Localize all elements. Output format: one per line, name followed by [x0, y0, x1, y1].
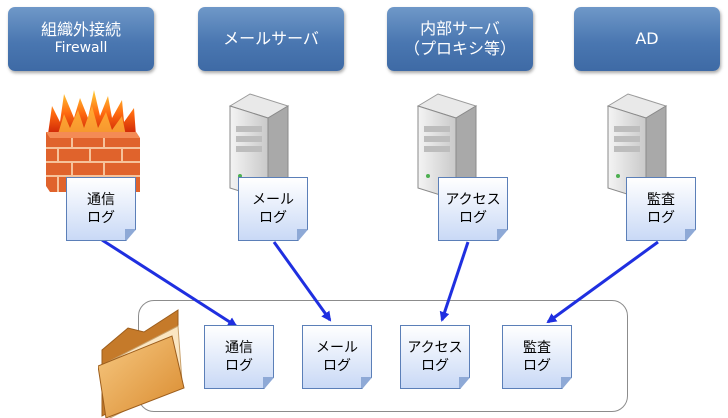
source-title: AD	[635, 29, 659, 48]
note-fold	[361, 377, 371, 388]
note-line2: ログ	[225, 358, 253, 374]
source-box-mail-server: メールサーバ	[198, 7, 344, 71]
source-box-firewall: 組織外接続 Firewall	[8, 7, 154, 71]
arrow-audit-log	[546, 240, 659, 324]
note-line1: メール	[252, 191, 294, 208]
source-title: 内部サーバ	[420, 19, 500, 38]
note-line2: ログ	[459, 210, 487, 226]
source-log-note: アクセス ログ	[438, 177, 508, 241]
note-fold	[459, 377, 469, 388]
arrow-firewall-log	[101, 238, 238, 328]
source-subtitle: Firewall	[54, 40, 108, 57]
note-fold	[297, 229, 307, 240]
folder-icon	[98, 309, 185, 418]
source-box-ad: AD	[574, 7, 720, 71]
note-fold	[561, 377, 571, 388]
note-line2: ログ	[259, 210, 287, 226]
note-fold	[263, 377, 273, 388]
note-line2: ログ	[523, 358, 551, 374]
note-line1: メール	[316, 339, 358, 356]
server-icon	[606, 93, 668, 201]
collected-log-note: 監査 ログ	[502, 325, 572, 389]
note-line1: 通信	[87, 191, 115, 208]
source-log-note: 監査 ログ	[626, 177, 696, 241]
note-line1: 監査	[647, 191, 675, 208]
server-icon	[228, 93, 290, 201]
arrow-mail-log	[272, 241, 332, 322]
source-title: メールサーバ	[223, 29, 319, 48]
source-log-note: 通信 ログ	[66, 177, 136, 241]
collected-log-note: 通信 ログ	[204, 325, 274, 389]
arrow-access-log	[439, 241, 470, 322]
note-line2: ログ	[647, 210, 675, 226]
source-subtitle: （プロキシ等）	[403, 39, 516, 58]
note-line1: アクセス	[407, 339, 463, 356]
note-fold	[125, 229, 135, 240]
source-box-internal-server: 内部サーバ （プロキシ等）	[387, 7, 533, 71]
source-title: 組織外接続	[40, 20, 121, 40]
source-log-note: メール ログ	[238, 177, 308, 241]
collected-log-note: アクセス ログ	[400, 325, 470, 389]
note-line1: 通信	[225, 339, 253, 356]
note-line1: アクセス	[445, 191, 501, 208]
note-line2: ログ	[421, 358, 449, 374]
note-line2: ログ	[87, 210, 115, 226]
note-fold	[497, 229, 507, 240]
collected-log-note: メール ログ	[302, 325, 372, 389]
note-fold	[685, 229, 695, 240]
note-line2: ログ	[323, 358, 351, 374]
note-line1: 監査	[523, 339, 551, 356]
server-icon	[416, 93, 478, 201]
